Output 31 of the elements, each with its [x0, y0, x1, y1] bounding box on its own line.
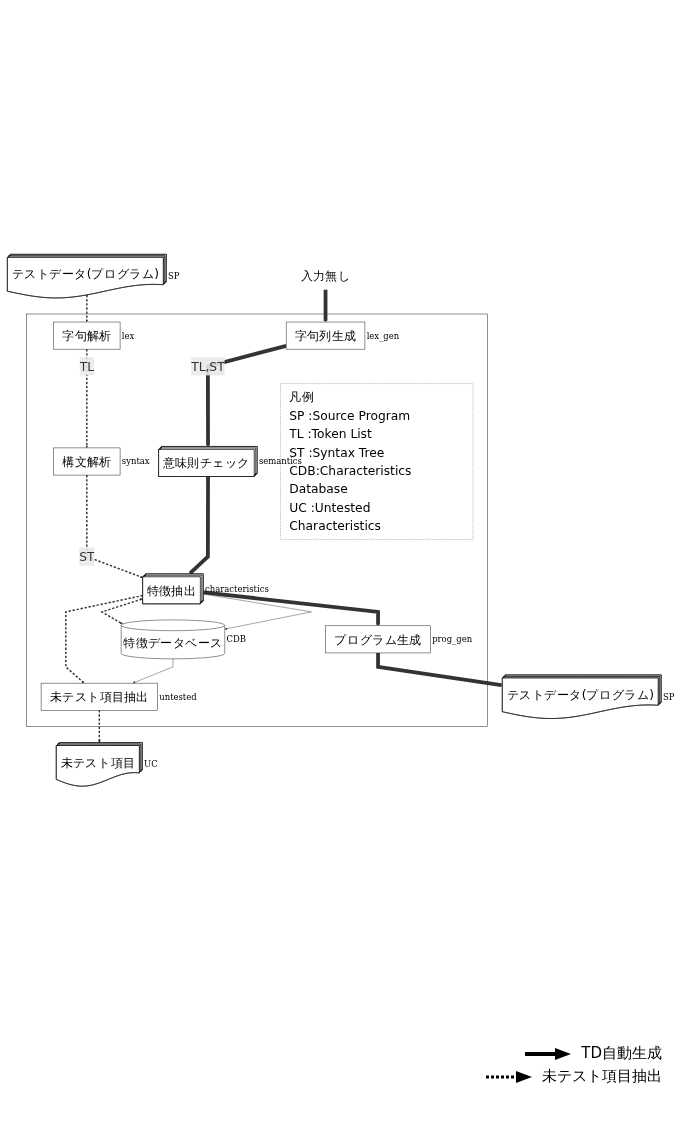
- node-box: 字句列生成: [285, 321, 366, 350]
- cluster: [26, 313, 488, 727]
- node-caption: SP: [168, 270, 180, 281]
- arrow: [100, 598, 143, 624]
- node-caption: CDB: [226, 634, 246, 645]
- node-caption: lex: [121, 330, 135, 341]
- edge-label: TL,ST: [191, 358, 225, 374]
- legend-label: 未テスト項目抽出: [542, 1067, 662, 1086]
- node-caption: characteristics: [205, 583, 269, 594]
- node-caption: UC: [144, 759, 158, 770]
- arrow: [203, 590, 380, 626]
- arrow: [188, 476, 210, 575]
- node-caption: semantics: [258, 456, 302, 467]
- node-caption: lex_gen: [366, 330, 400, 341]
- node-box: 字句解析: [53, 321, 121, 350]
- legend-label: TD自動生成: [581, 1044, 662, 1063]
- node-box: プログラム生成: [325, 625, 431, 653]
- node-box: 構文解析: [53, 447, 121, 475]
- arrow: [65, 594, 144, 683]
- arrow: [98, 709, 101, 743]
- arrow: [376, 652, 503, 687]
- node-box: 未テスト項目抽出: [40, 682, 158, 711]
- node-caption: SP: [662, 691, 675, 702]
- edge-label: ST: [79, 549, 95, 564]
- edge-label: TL: [79, 358, 94, 374]
- arrow: [85, 348, 89, 448]
- node-caption: syntax: [121, 456, 150, 467]
- node-caption: prog_gen: [432, 634, 473, 645]
- node-text: 入力無し: [300, 268, 351, 284]
- arrow: [323, 289, 328, 322]
- node-caption: untested: [159, 691, 197, 702]
